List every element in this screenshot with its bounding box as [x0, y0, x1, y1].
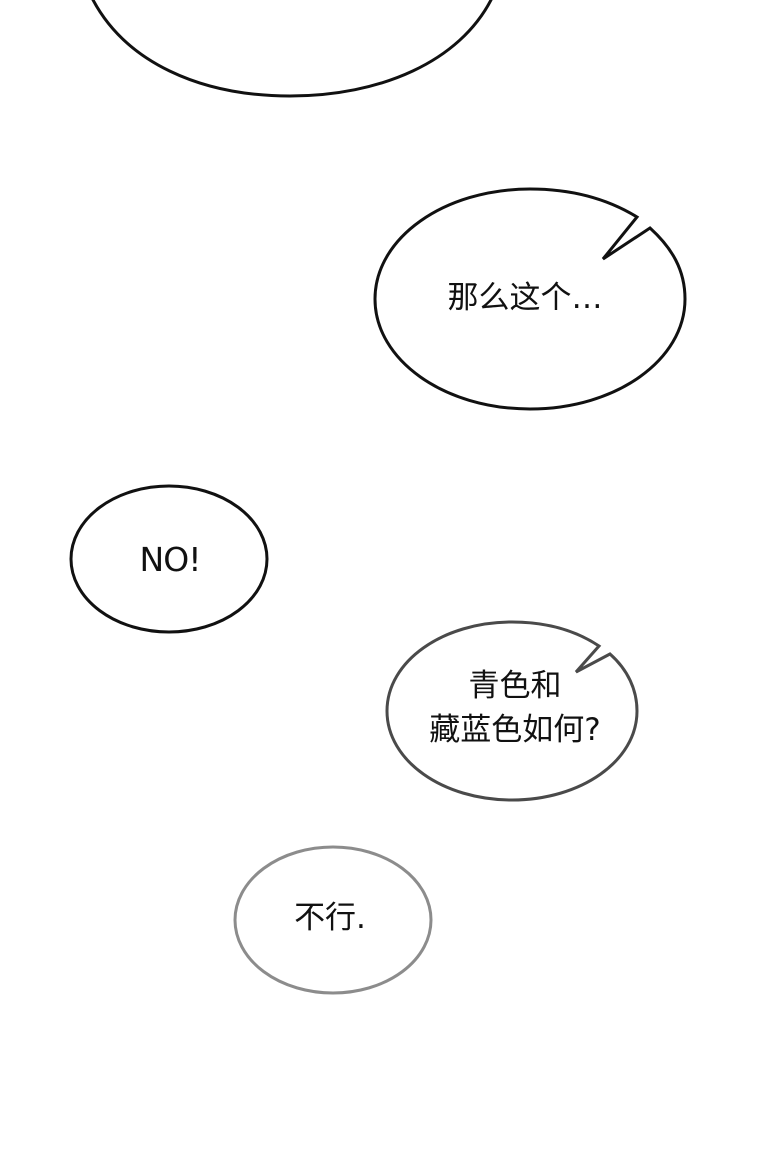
- partial-speech-bubble: [91, 0, 493, 98]
- speech-bubble-4-text: 不行.: [294, 900, 366, 936]
- speech-bubble-2-text: NO!: [139, 540, 202, 579]
- speech-bubble-1-outline: [373, 187, 687, 411]
- speech-bubble-4-outline: [233, 845, 433, 995]
- speech-bubble-3-line-2: 藏蓝色如何?: [429, 712, 601, 748]
- speech-bubble-2-outline: [69, 484, 269, 634]
- speech-bubble-3-outline: [385, 620, 639, 802]
- speech-bubble-3-text: 青色和 藏蓝色如何?: [400, 664, 630, 752]
- speech-bubble-3-line-1: 青色和: [468, 668, 562, 704]
- speech-bubble-1-text: 那么这个…: [447, 280, 603, 316]
